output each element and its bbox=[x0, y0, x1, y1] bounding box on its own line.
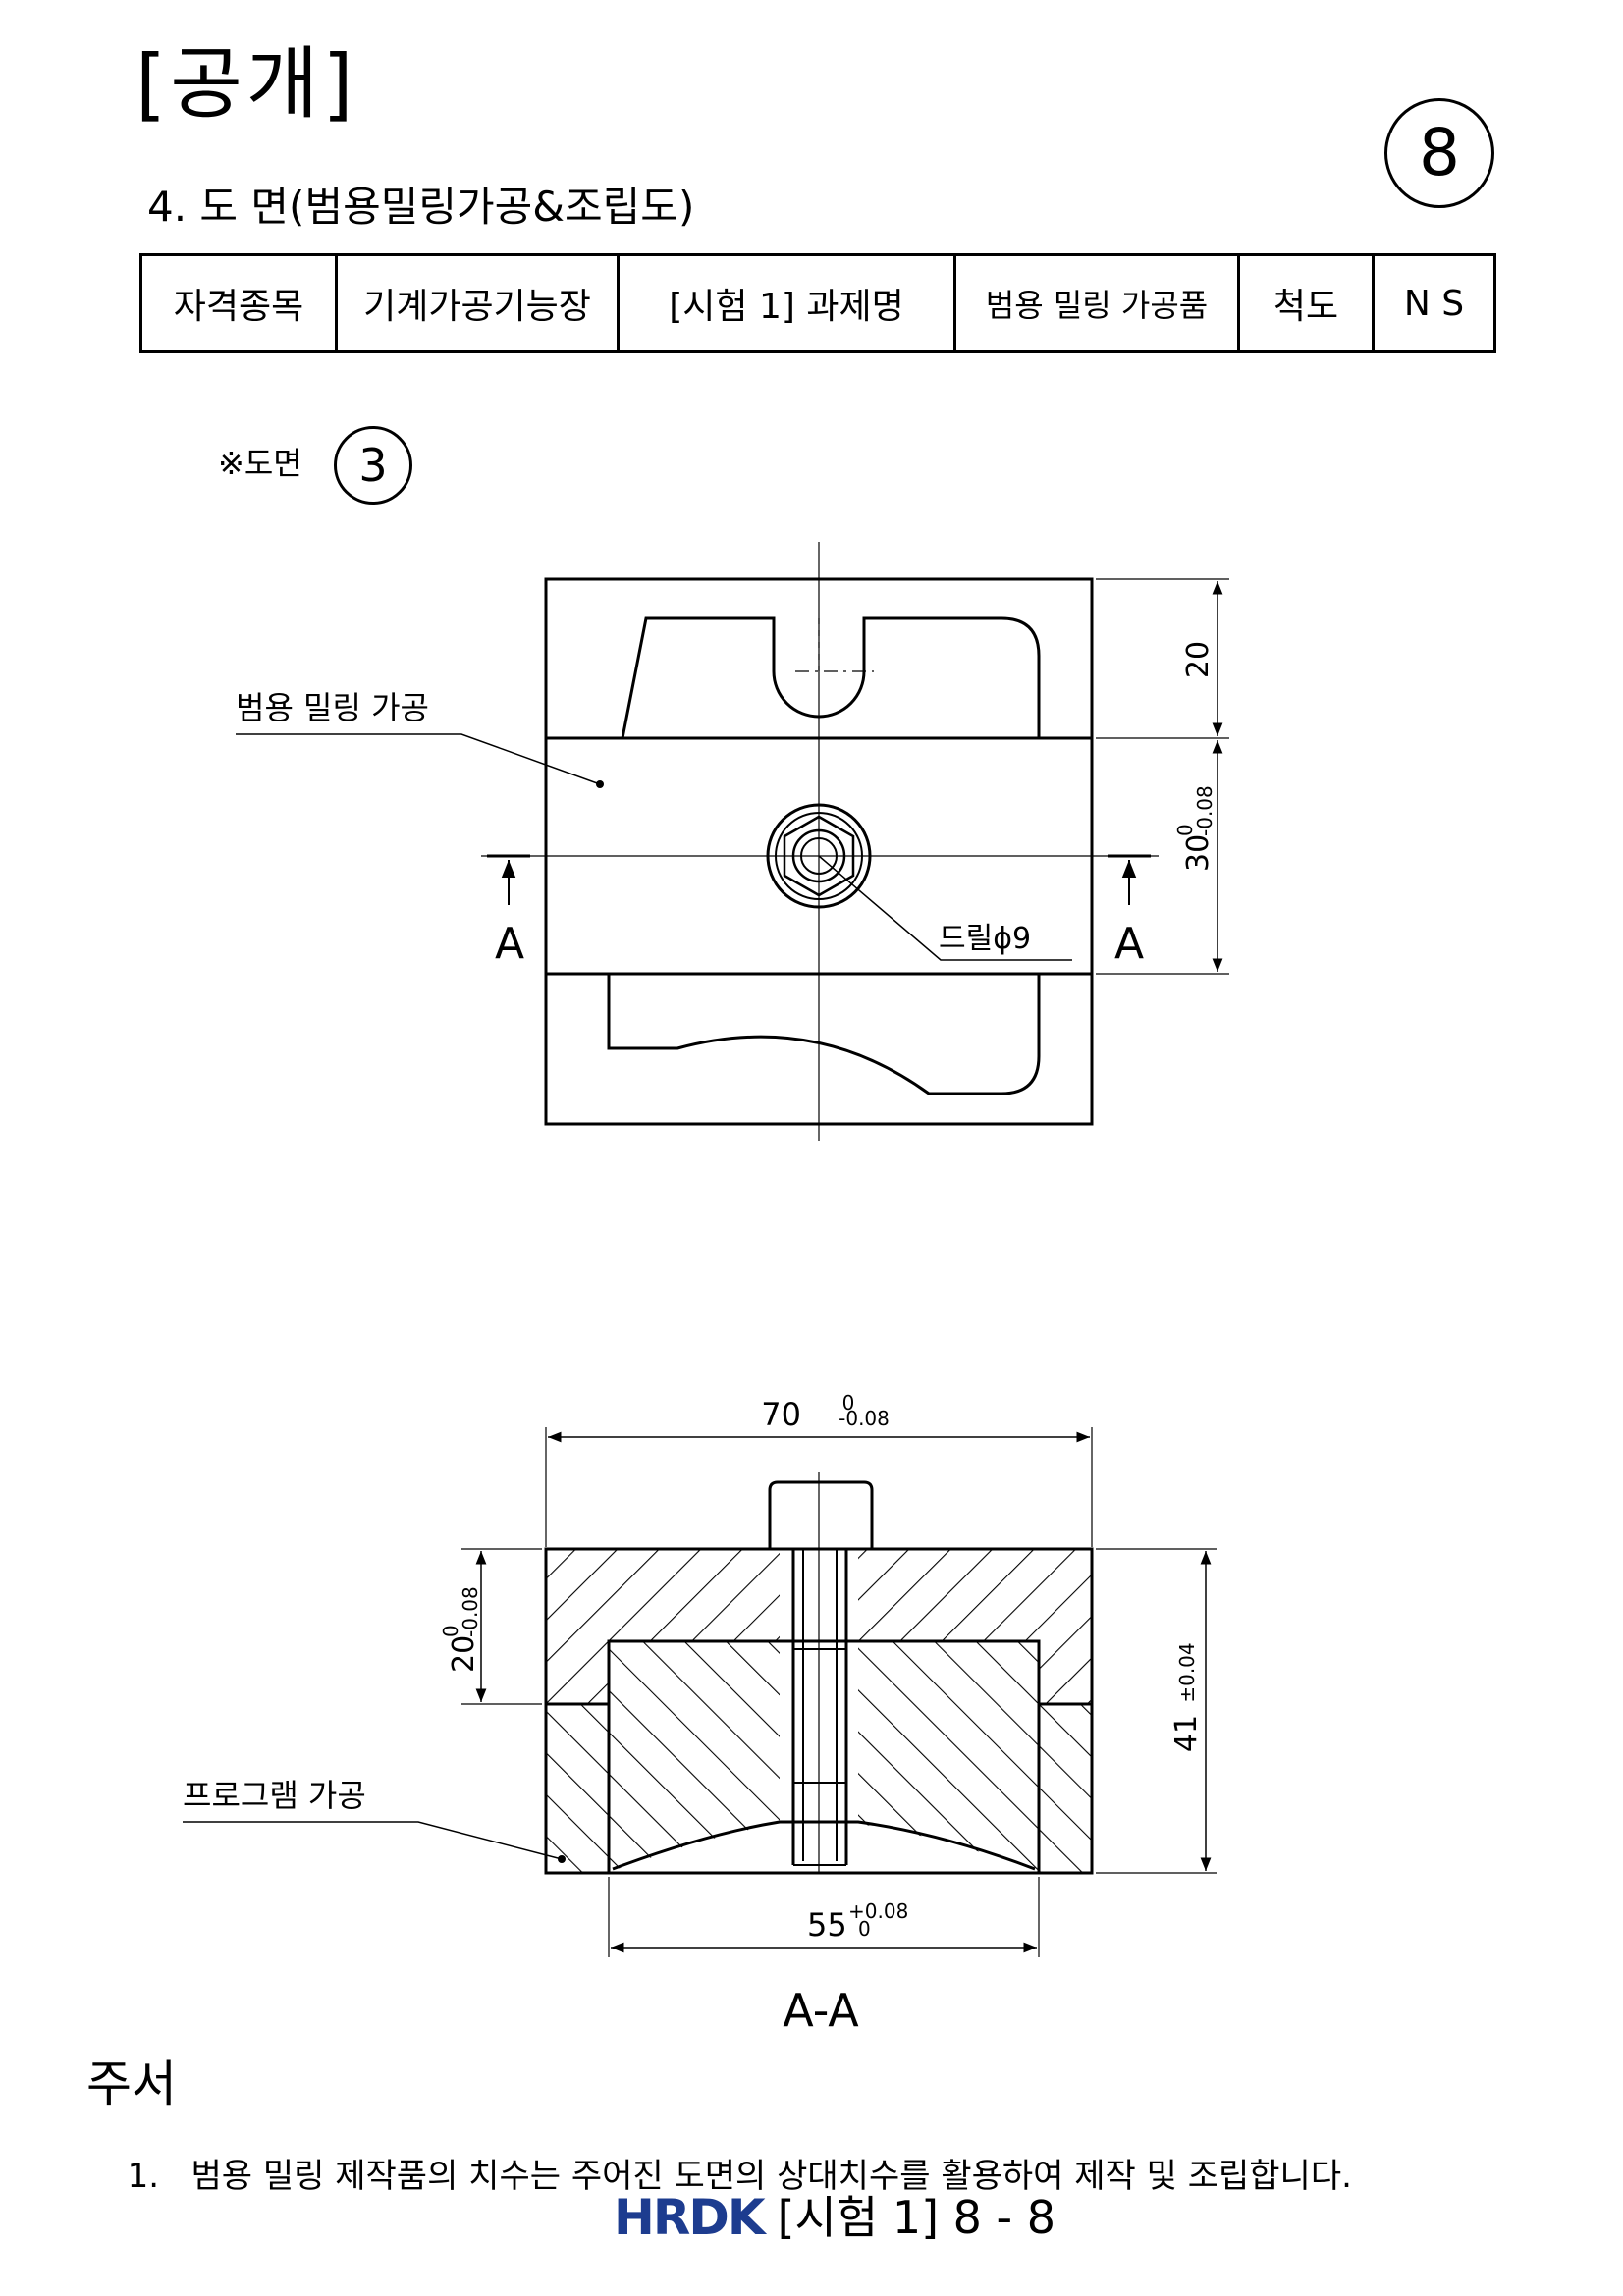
section-mark-left: A bbox=[495, 919, 524, 969]
lower-cutout-profile bbox=[607, 974, 1041, 1095]
svg-text:70: 70 bbox=[761, 1396, 801, 1433]
section-heading: 4. 도 면(범용밀링가공&조립도) bbox=[147, 183, 695, 231]
dim-41: 41 ±0.04 bbox=[1169, 1642, 1204, 1752]
svg-text:+0.08: +0.08 bbox=[848, 1899, 908, 1923]
hex-socket-icon bbox=[783, 815, 855, 897]
footer-page-text: [시험 1] 8 - 8 bbox=[777, 2191, 1056, 2244]
public-label: [공개] bbox=[135, 38, 357, 130]
svg-text:20: 20 bbox=[1181, 641, 1216, 678]
info-cell-qualification-value: 기계가공기능장 bbox=[335, 253, 620, 353]
svg-text:41: 41 bbox=[1169, 1715, 1204, 1752]
note-item: 1. 범용 밀링 제작품의 치수는 주어진 도면의 상대치수를 활용하여 제작 … bbox=[106, 2126, 1352, 2193]
info-cell-scale-value: N S bbox=[1372, 253, 1496, 353]
drawing-ref-label: ※도면 bbox=[218, 445, 302, 482]
page-number-circle: 8 bbox=[1384, 98, 1494, 208]
callout-program: 프로그램 가공 bbox=[183, 1777, 366, 1814]
dim-30: 30 0 -0.08 bbox=[1173, 785, 1217, 872]
section-mark-right: A bbox=[1114, 919, 1144, 969]
info-cell-qualification-label: 자격종목 bbox=[139, 253, 338, 353]
section-view bbox=[183, 1427, 1217, 1957]
drawing-ref-circle: 3 bbox=[334, 426, 412, 505]
upper-cutout-profile bbox=[621, 616, 1041, 739]
top-view bbox=[236, 542, 1229, 1141]
info-cell-task-value: 범용 밀링 가공품 bbox=[953, 253, 1240, 353]
svg-text:-0.08: -0.08 bbox=[1193, 785, 1217, 836]
svg-text:55: 55 bbox=[807, 1906, 847, 1944]
svg-text:-0.08: -0.08 bbox=[459, 1586, 482, 1637]
svg-text:-0.08: -0.08 bbox=[839, 1407, 890, 1430]
dim-20-top: 20 bbox=[1181, 641, 1216, 678]
svg-text:20: 20 bbox=[447, 1635, 481, 1673]
svg-text:0: 0 bbox=[1173, 824, 1197, 836]
svg-text:0: 0 bbox=[439, 1625, 462, 1637]
dim-55: 55 +0.08 0 bbox=[807, 1899, 908, 1944]
svg-text:±0.04: ±0.04 bbox=[1175, 1642, 1199, 1702]
hrdk-logo: HRDK bbox=[614, 2189, 766, 2246]
bolt-head bbox=[768, 1480, 874, 1549]
top-view-outline bbox=[544, 577, 1094, 1126]
notes-title: 주서 bbox=[86, 2056, 177, 2112]
info-cell-task-label: [시험 1] 과제명 bbox=[617, 253, 956, 353]
svg-text:0: 0 bbox=[842, 1391, 855, 1415]
callout-drill: 드릴ϕ9 bbox=[939, 922, 1031, 956]
note-number: 1. bbox=[127, 2157, 160, 2196]
section-title: A-A bbox=[783, 1984, 859, 2037]
dim-20-section: 20 0 -0.08 bbox=[439, 1586, 482, 1673]
info-table: 자격종목 기계가공기능장 [시험 1] 과제명 범용 밀링 가공품 척도 N S bbox=[139, 253, 1496, 353]
callout-milling: 범용 밀링 가공 bbox=[236, 689, 429, 726]
note-text: 범용 밀링 제작품의 치수는 주어진 도면의 상대치수를 활용하여 제작 및 조… bbox=[190, 2157, 1352, 2196]
footer: HRDK [시험 1] 8 - 8 bbox=[614, 2193, 1055, 2242]
bolt-outer-circle bbox=[766, 803, 872, 909]
dim-70: 70 0 -0.08 bbox=[761, 1391, 890, 1433]
svg-text:30: 30 bbox=[1181, 834, 1216, 872]
stepped-joint bbox=[546, 1639, 1092, 1706]
info-cell-scale-label: 척도 bbox=[1237, 253, 1375, 353]
svg-text:0: 0 bbox=[858, 1917, 871, 1941]
